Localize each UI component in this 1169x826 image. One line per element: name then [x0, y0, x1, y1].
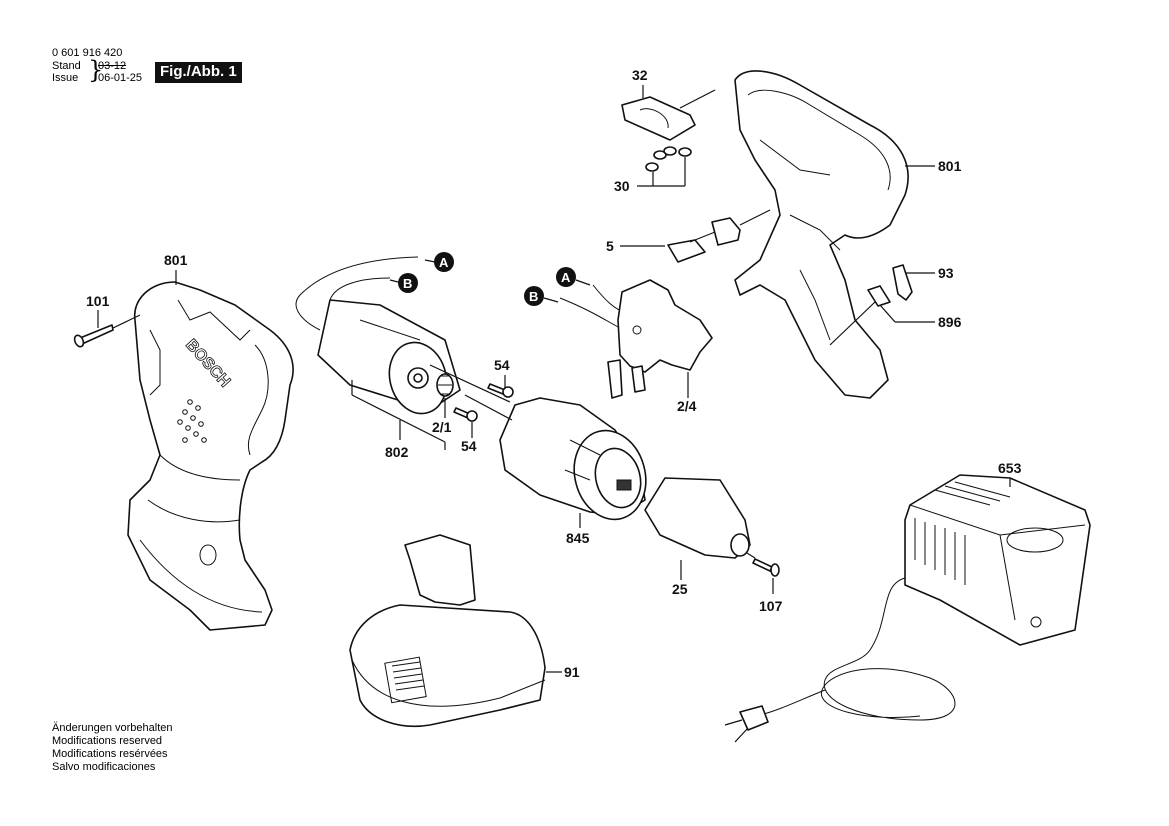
bit-holder-part[interactable]	[867, 285, 891, 307]
housing-left-part[interactable]: BOSCH	[127, 281, 294, 631]
revision-new: 06-01-25	[98, 72, 143, 84]
screw-54-bottom-part[interactable]	[453, 407, 478, 422]
note-de: Änderungen vorbehalten	[52, 722, 173, 734]
switch-part[interactable]	[559, 279, 713, 399]
screw-101-part[interactable]	[73, 324, 114, 348]
charger-part[interactable]	[904, 474, 1091, 646]
svg-text:B: B	[529, 289, 538, 304]
chuck-part[interactable]	[644, 477, 751, 559]
cover-plate-part[interactable]	[621, 96, 696, 141]
callout-653: 653	[998, 460, 1022, 476]
grip-dots	[177, 399, 207, 443]
gearbox-part[interactable]	[499, 397, 655, 528]
note-fr: Modifications resérvées	[52, 748, 168, 760]
svg-text:A: A	[439, 255, 449, 270]
callout-107: 107	[759, 598, 783, 614]
battery-part[interactable]	[349, 534, 546, 728]
housing-right-part[interactable]	[734, 70, 909, 399]
issue-label: Issue	[52, 72, 79, 84]
callout-93: 93	[938, 265, 954, 281]
callout-801-right: 801	[938, 158, 962, 174]
screwdriver-bit-part[interactable]	[892, 264, 913, 301]
motor-part[interactable]	[295, 256, 461, 420]
callout-802: 802	[385, 444, 409, 460]
svg-text:B: B	[403, 276, 412, 291]
direction-slider-part[interactable]	[667, 217, 741, 263]
screw-107-part[interactable]	[752, 558, 780, 577]
revision-old: 03-12	[98, 60, 127, 72]
callout-845: 845	[566, 530, 590, 546]
connector-a-switch: A	[556, 267, 576, 287]
power-cord-part[interactable]	[724, 577, 956, 743]
callout-30: 30	[614, 178, 630, 194]
stand-label: Stand	[52, 60, 81, 72]
modification-notes: Änderungen vorbehalten Modifications res…	[52, 722, 172, 774]
document-number: 0 601 916 420	[52, 47, 123, 59]
callout-91: 91	[564, 664, 580, 680]
brace-symbol: }	[88, 56, 104, 84]
callout-54-bottom: 54	[461, 438, 477, 454]
connector-b-motor: B	[398, 273, 418, 293]
screw-54-top-part[interactable]	[487, 383, 514, 398]
callout-2-4: 2/4	[677, 398, 697, 414]
figure-label: Fig./Abb. 1	[155, 62, 242, 83]
connector-a-motor: A	[434, 252, 454, 272]
callout-32: 32	[632, 67, 648, 83]
note-en: Modifications reserved	[52, 735, 163, 747]
connector-b-switch: B	[524, 286, 544, 306]
note-es: Salvo modificaciones	[52, 761, 156, 773]
callout-5: 5	[606, 238, 614, 254]
spring-part[interactable]	[645, 146, 692, 172]
svg-text:A: A	[561, 270, 571, 285]
pinion-part[interactable]	[436, 373, 454, 397]
callout-25: 25	[672, 581, 688, 597]
callout-2-1: 2/1	[432, 419, 452, 435]
callout-801-left: 801	[164, 252, 188, 268]
callout-101: 101	[86, 293, 110, 309]
callout-896: 896	[938, 314, 962, 330]
callout-54-top: 54	[494, 357, 510, 373]
